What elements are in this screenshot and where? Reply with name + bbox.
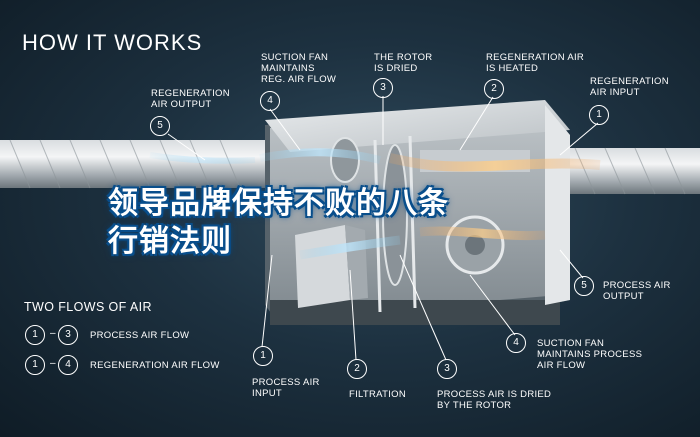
process-air-flow	[299, 226, 546, 260]
regeneration-air-flow	[149, 148, 601, 172]
label-process-air-dried: PROCESS AIR IS DRIED BY THE ROTOR	[437, 389, 552, 411]
marker-regeneration-air-heated: 2	[484, 79, 504, 99]
label-rotor-dried: THE ROTOR IS DRIED	[374, 52, 433, 74]
marker-regeneration-air-input: 1	[589, 105, 609, 125]
label-regeneration-air-heated: REGENERATION AIR IS HEATED	[486, 52, 585, 74]
overlay-line-2: 行销法则	[108, 225, 232, 258]
label-process-air-output: PROCESS AIR OUTPUT	[603, 280, 671, 302]
marker-suction-fan-reg-flow: 4	[260, 91, 280, 111]
legend-row-2-to: 4	[58, 355, 78, 375]
marker-process-air-input: 1	[253, 346, 273, 366]
label-suction-fan-process-flow: SUCTION FAN MAINTAINS PROCESS AIR FLOW	[537, 338, 643, 371]
legend-row-2-separator: –	[50, 358, 56, 369]
legend-row-1-from: 1	[25, 325, 45, 345]
left-duct	[0, 139, 275, 189]
overlay-line-1: 领导品牌保持不败的八条	[108, 187, 449, 220]
legend-row-1-separator: –	[50, 328, 56, 339]
overlay-headline: 领导品牌保持不败的八条 行销法则	[108, 185, 449, 261]
label-regeneration-air-output: REGENERATION AIR OUTPUT	[151, 88, 230, 110]
legend-row-1-to: 3	[58, 325, 78, 345]
leader-lines	[167, 96, 599, 361]
page-title: HOW IT WORKS	[22, 30, 203, 55]
marker-process-air-output: 5	[574, 276, 594, 296]
label-regeneration-air-input: REGENERATION AIR INPUT	[590, 76, 669, 98]
label-suction-fan-reg-flow: SUCTION FAN MAINTAINS REG. AIR FLOW	[261, 52, 337, 85]
marker-filtration: 2	[347, 359, 367, 379]
marker-regeneration-air-output: 5	[150, 116, 170, 136]
label-filtration: FILTRATION	[349, 389, 407, 400]
label-process-air-input: PROCESS AIR INPUT	[252, 377, 320, 399]
marker-rotor-dried: 3	[373, 78, 393, 98]
legend-row-2-from: 1	[25, 355, 45, 375]
marker-suction-fan-process-flow: 4	[506, 333, 526, 353]
right-duct	[560, 147, 700, 195]
legend-title: TWO FLOWS OF AIR	[24, 300, 152, 314]
legend-row-2-label: REGENERATION AIR FLOW	[90, 360, 220, 371]
legend-row-1-label: PROCESS AIR FLOW	[90, 330, 190, 341]
marker-process-air-dried: 3	[437, 359, 457, 379]
